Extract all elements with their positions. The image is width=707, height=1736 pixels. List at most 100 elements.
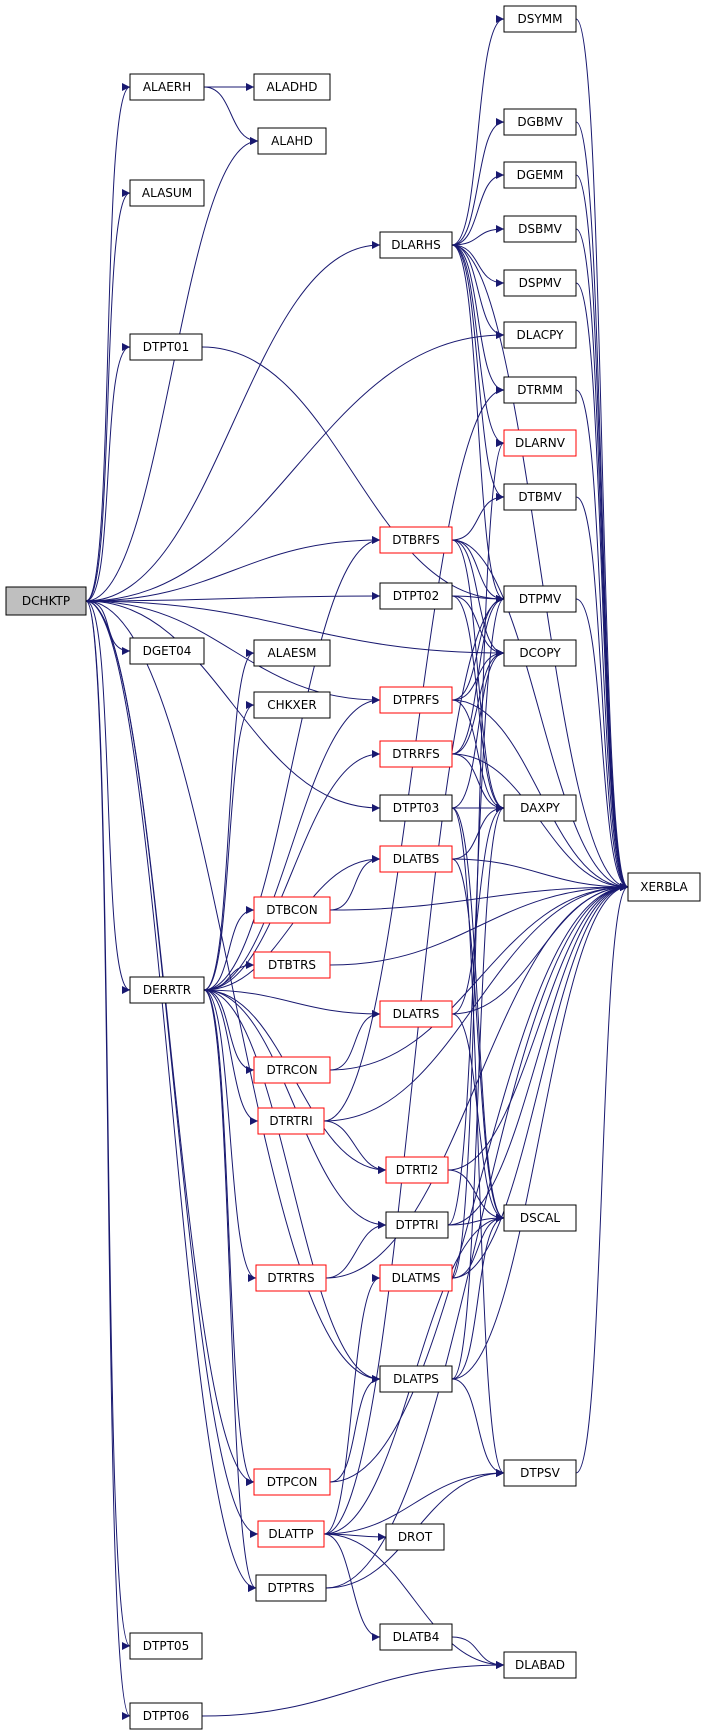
node-dtptrs[interactable]: DTPTRS (255, 1574, 327, 1602)
node-dlatps[interactable]: DLATPS (379, 1365, 453, 1393)
node-label: DAXPY (520, 801, 560, 815)
node-dcopy[interactable]: DCOPY (503, 639, 577, 667)
node-box (379, 794, 453, 822)
node-alaesm[interactable]: ALAESM (253, 639, 331, 667)
node-drot[interactable]: DROT (385, 1523, 445, 1551)
edge-dtbcon-to-dlatbs (329, 855, 381, 911)
node-dtrrfs[interactable]: DTRRFS (379, 740, 453, 768)
node-aladhd[interactable]: ALADHD (253, 73, 331, 101)
edge-dtrcon-to-xerbla (329, 883, 629, 1071)
node-dtpcon[interactable]: DTPCON (253, 1468, 331, 1496)
node-box (129, 73, 205, 101)
node-box (257, 1107, 325, 1135)
node-dtrtri[interactable]: DTRTRI (257, 1107, 325, 1135)
node-dsymm[interactable]: DSYMM (503, 5, 577, 33)
node-box (379, 1365, 453, 1393)
node-label: DSPMV (519, 276, 562, 290)
node-box (253, 896, 331, 924)
node-dgbmv[interactable]: DGBMV (503, 108, 577, 136)
node-dtrti2[interactable]: DTRTI2 (385, 1156, 449, 1184)
node-dlacpy[interactable]: DLACPY (503, 321, 577, 349)
node-dchktp[interactable]: DCHKTP (5, 586, 87, 616)
edge-derrtr-to-dlatbs (203, 855, 381, 991)
edge-derrtr-to-dlatps (203, 989, 381, 1383)
node-dtbrfs[interactable]: DTBRFS (379, 526, 453, 554)
node-dtpt05[interactable]: DTPT05 (129, 1632, 203, 1660)
node-label: DERRTR (143, 983, 191, 997)
node-label: DTPTRI (395, 1218, 438, 1232)
node-box (379, 845, 453, 873)
node-dtpt06[interactable]: DTPT06 (129, 1702, 203, 1730)
node-label: DTBTRS (268, 958, 316, 972)
node-dtpt02[interactable]: DTPT02 (379, 582, 453, 610)
edge-dtptri-to-xerbla (447, 883, 629, 1226)
node-dtbtrs[interactable]: DTBTRS (253, 951, 331, 979)
node-dtpsv[interactable]: DTPSV (503, 1459, 577, 1487)
edge-derrtr-to-dtbcon (203, 906, 255, 991)
edge-dtrrfs-to-dcopy (451, 649, 505, 755)
node-chkxer[interactable]: CHKXER (253, 691, 331, 719)
edge-dchktp-to-dtprfs (85, 600, 381, 704)
node-derrtr[interactable]: DERRTR (129, 976, 205, 1004)
node-layer: DCHKTP ALAERH ALADHD ALAHD ALASUM DTPT01DGET0… (5, 5, 701, 1730)
node-label: DLATBS (393, 852, 439, 866)
node-dtbcon[interactable]: DTBCON (253, 896, 331, 924)
node-box (129, 333, 203, 361)
edge-dlattp-to-dlabad (323, 1533, 505, 1669)
node-dtbmv[interactable]: DTBMV (503, 483, 577, 511)
edge-dlarhs-to-dspmv (451, 244, 505, 287)
node-box (503, 269, 577, 297)
edge-dlarhs-to-dgemm (451, 171, 505, 246)
node-dsbmv[interactable]: DSBMV (503, 215, 577, 243)
node-dtpmv[interactable]: DTPMV (503, 585, 577, 613)
edge-dlarhs-to-xerbla (451, 244, 629, 891)
node-dlatbs[interactable]: DLATBS (379, 845, 453, 873)
node-label: DSBMV (518, 222, 562, 236)
node-label: DTPT03 (393, 801, 439, 815)
node-dget04[interactable]: DGET04 (129, 637, 205, 665)
edge-dlarhs-to-dsymm (451, 15, 505, 246)
edge-dspmv-to-xerbla (575, 282, 629, 891)
node-dtpt01[interactable]: DTPT01 (129, 333, 203, 361)
node-box (129, 637, 205, 665)
node-label: DTPT02 (393, 589, 439, 603)
node-box (253, 73, 331, 101)
node-alaerh[interactable]: ALAERH (129, 73, 205, 101)
node-label: DLATTP (268, 1527, 313, 1541)
node-daxpy[interactable]: DAXPY (503, 794, 577, 822)
edge-dtrtrs-to-xerbla (325, 883, 629, 1279)
node-dlabad[interactable]: DLABAD (503, 1651, 577, 1679)
node-dlarhs[interactable]: DLARHS (379, 231, 453, 259)
node-dlattp[interactable]: DLATTP (257, 1520, 325, 1548)
edge-dgbmv-to-xerbla (575, 121, 629, 891)
node-dscal[interactable]: DSCAL (503, 1204, 577, 1232)
node-dgemm[interactable]: DGEMM (503, 161, 577, 189)
node-dtrmm[interactable]: DTRMM (503, 376, 577, 404)
node-dtpt03[interactable]: DTPT03 (379, 794, 453, 822)
node-dtrtrs[interactable]: DTRTRS (255, 1264, 327, 1292)
node-dlatrs[interactable]: DLATRS (379, 1000, 453, 1028)
edge-derrtr-to-dtrcon (203, 989, 255, 1074)
node-dtrcon[interactable]: DTRCON (253, 1056, 331, 1084)
node-dtprfs[interactable]: DTPRFS (379, 686, 453, 714)
node-dlarnv[interactable]: DLARNV (503, 429, 577, 457)
edge-dgemm-to-xerbla (575, 174, 629, 891)
edge-derrtr-to-dtrtri (203, 989, 259, 1125)
node-dlatms[interactable]: DLATMS (379, 1264, 453, 1292)
node-dtptri[interactable]: DTPTRI (385, 1211, 449, 1239)
node-dlatb4[interactable]: DLATB4 (379, 1623, 453, 1651)
node-box (385, 1156, 449, 1184)
node-dspmv[interactable]: DSPMV (503, 269, 577, 297)
node-label: DROT (398, 1530, 433, 1544)
node-label: DLATPS (393, 1372, 439, 1386)
edge-dchktp-to-alasum (85, 189, 131, 602)
edge-derrtr-to-dtpcon (203, 989, 255, 1486)
edge-dtbrfs-to-xerbla (451, 539, 629, 891)
node-alasum[interactable]: ALASUM (129, 179, 205, 207)
node-alahd[interactable]: ALAHD (257, 127, 327, 155)
node-box (503, 376, 577, 404)
node-label: ALAESM (268, 646, 317, 660)
edge-dchktp-to-dcopy (85, 600, 505, 657)
node-label: DSCAL (520, 1211, 560, 1225)
node-xerbla[interactable]: XERBLA (627, 872, 701, 902)
